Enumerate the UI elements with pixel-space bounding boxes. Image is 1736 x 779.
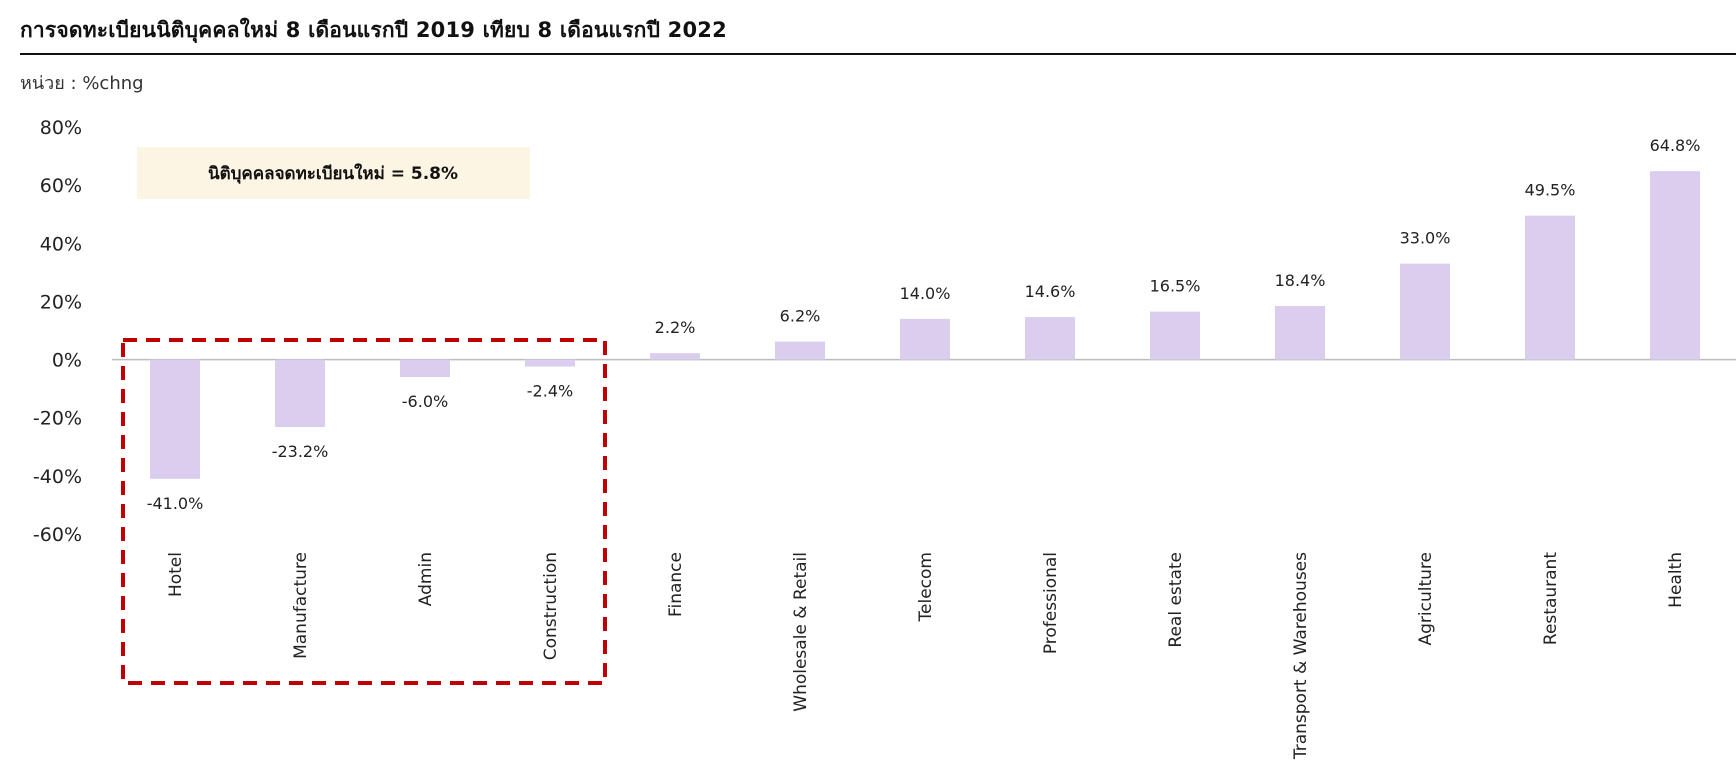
highlight-box <box>121 338 607 685</box>
bar <box>400 359 450 378</box>
data-label: -23.2% <box>272 442 329 461</box>
data-label: 6.2% <box>780 307 821 326</box>
x-tick-label: Hotel <box>166 552 186 597</box>
x-tick-label: Agriculture <box>1416 552 1436 646</box>
x-tick-label: Wholesale & Retail <box>791 552 811 712</box>
bar <box>275 359 325 428</box>
x-tick-label: Admin <box>416 552 436 606</box>
x-tick-label: Restaurant <box>1541 552 1561 645</box>
unit-label: หน่วย : %chng <box>20 73 144 94</box>
x-tick-label: Finance <box>666 552 686 617</box>
x-tick-label: Professional <box>1041 552 1061 654</box>
data-labels: -41.0% -23.2% -6.0% -2.4% 2.2% 6.2% 14.0% 14.6%… <box>147 136 1701 513</box>
y-tick-label: 0% <box>52 350 82 372</box>
data-label: -41.0% <box>147 494 204 513</box>
y-tick-label: 60% <box>40 175 82 197</box>
x-tick-label: Transport & Warehouses <box>1291 552 1311 760</box>
annotation-background <box>137 147 530 199</box>
bar <box>1150 311 1200 360</box>
data-label: 2.2% <box>655 318 696 337</box>
x-tick-label: Manufacture <box>291 552 311 659</box>
bar <box>150 359 200 479</box>
data-label: 18.4% <box>1275 271 1326 290</box>
data-label: -2.4% <box>527 382 573 401</box>
x-tick-label: Health <box>1666 552 1686 608</box>
bar <box>775 341 825 360</box>
y-tick-label: 80% <box>40 117 82 139</box>
bar <box>900 318 950 360</box>
bar <box>1400 263 1450 360</box>
bars <box>150 171 1700 479</box>
data-label: 49.5% <box>1525 181 1576 200</box>
data-label: 33.0% <box>1400 229 1451 248</box>
data-label: 14.0% <box>900 284 951 303</box>
data-label: -6.0% <box>402 392 448 411</box>
x-tick-label: Real estate <box>1166 552 1186 648</box>
y-tick-label: 40% <box>40 233 82 255</box>
annotation-box: นิติบุคคลจดทะเบียนใหม่ = 5.8% <box>137 147 530 199</box>
bar <box>1650 171 1700 360</box>
y-tick-label: -40% <box>33 466 82 488</box>
bar <box>1025 317 1075 360</box>
x-tick-label: Telecom <box>916 552 936 622</box>
data-label: 14.6% <box>1025 282 1076 301</box>
bar <box>1525 215 1575 360</box>
title-divider <box>20 53 1736 55</box>
bar <box>1275 306 1325 360</box>
y-tick-label: 20% <box>40 291 82 313</box>
x-tick-label: Construction <box>541 552 561 660</box>
data-label: 16.5% <box>1150 277 1201 296</box>
x-axis-labels: Hotel Manufacture Admin Construction Finance… <box>166 552 1686 760</box>
data-label: 64.8% <box>1650 136 1701 155</box>
y-axis: 80% 60% 40% 20% 0% -20% -40% -60% <box>33 117 82 546</box>
y-tick-label: -60% <box>33 524 82 546</box>
annotation-text: นิติบุคคลจดทะเบียนใหม่ = 5.8% <box>208 163 458 184</box>
bar <box>525 359 575 367</box>
bar <box>650 353 700 360</box>
y-tick-label: -20% <box>33 408 82 430</box>
page-title: การจดทะเบียนนิติบุคคลใหม่ 8 เดือนแรกปี 2… <box>20 18 727 42</box>
